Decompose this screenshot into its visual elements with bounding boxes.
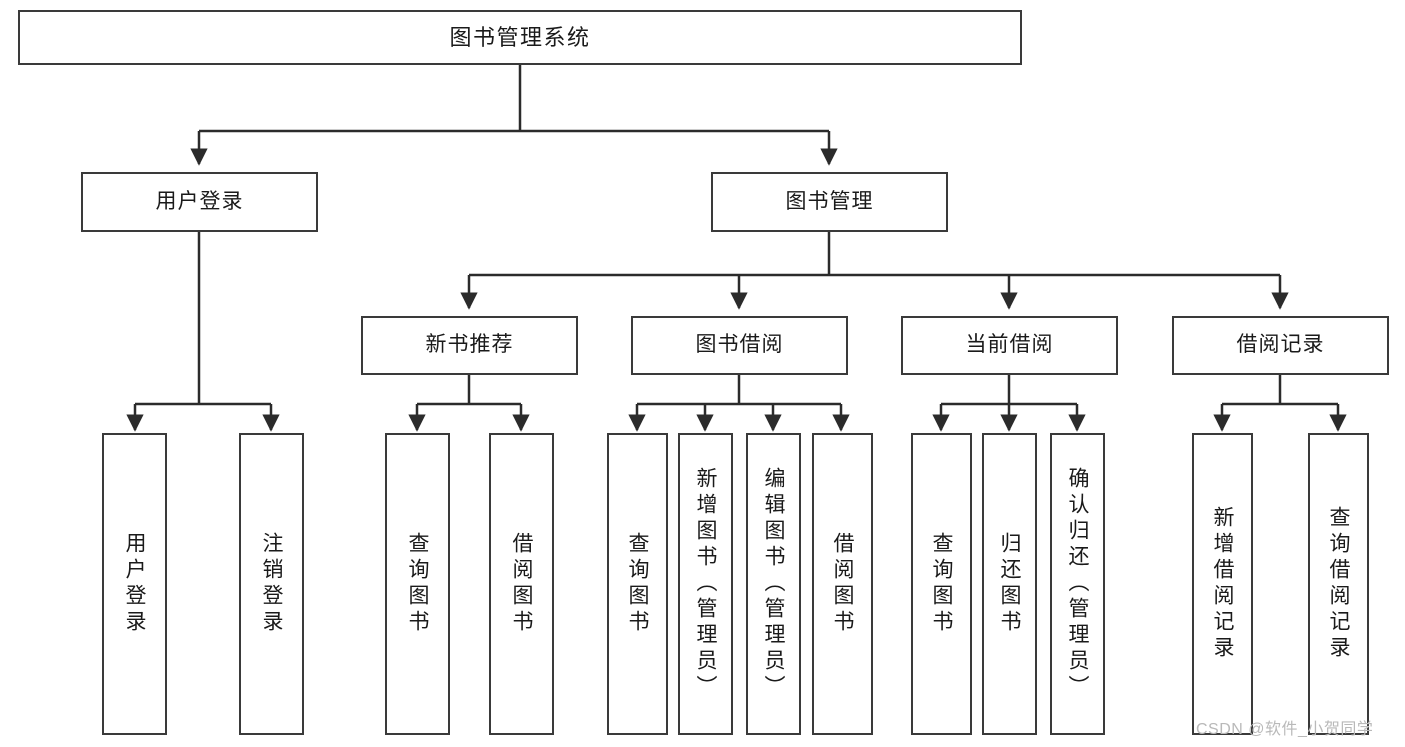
node-label: 确认归还（管理员） [1066, 467, 1089, 701]
node-new-book-recommend[interactable]: 新书推荐 [361, 316, 578, 375]
node-label: 注销登录 [260, 532, 283, 636]
node-label: 图书管理系统 [449, 24, 591, 50]
node-label: 查询图书 [626, 532, 649, 636]
node-label: 归还图书 [998, 532, 1021, 636]
node-label: 借阅记录 [1236, 333, 1325, 357]
node-leaf-confirm-return[interactable]: 确认归还（管理员） [1050, 433, 1105, 735]
node-leaf-edit-book[interactable]: 编辑图书（管理员） [746, 433, 801, 735]
node-label: 查询图书 [406, 532, 429, 636]
watermark: CSDN @软件_小贺同学 [1196, 721, 1374, 738]
node-book-borrow[interactable]: 图书借阅 [631, 316, 848, 375]
node-label: 新增借阅记录 [1211, 506, 1234, 662]
node-label: 图书借阅 [695, 333, 784, 357]
node-leaf-borrow-book-2[interactable]: 借阅图书 [812, 433, 873, 735]
node-current-borrow[interactable]: 当前借阅 [901, 316, 1118, 375]
node-leaf-add-borrow-record[interactable]: 新增借阅记录 [1192, 433, 1253, 735]
node-label: 图书管理 [785, 189, 874, 213]
node-borrow-record[interactable]: 借阅记录 [1172, 316, 1389, 375]
node-label: 借阅图书 [831, 532, 854, 636]
node-label: 查询图书 [930, 532, 953, 636]
node-label: 用户登录 [123, 532, 146, 636]
node-label: 借阅图书 [510, 532, 533, 636]
node-label: 当前借阅 [965, 333, 1054, 357]
node-label: 用户登录 [155, 189, 244, 213]
node-leaf-user-login[interactable]: 用户登录 [102, 433, 167, 735]
node-book-management[interactable]: 图书管理 [711, 172, 948, 232]
node-root-system[interactable]: 图书管理系统 [18, 10, 1022, 65]
node-leaf-query-book-3[interactable]: 查询图书 [911, 433, 972, 735]
node-label: 查询借阅记录 [1327, 506, 1350, 662]
node-label: 编辑图书（管理员） [762, 467, 785, 701]
node-leaf-query-borrow-record[interactable]: 查询借阅记录 [1308, 433, 1369, 735]
node-user-login[interactable]: 用户登录 [81, 172, 318, 232]
node-leaf-borrow-book-1[interactable]: 借阅图书 [489, 433, 554, 735]
node-leaf-logout-login[interactable]: 注销登录 [239, 433, 304, 735]
node-leaf-query-book-2[interactable]: 查询图书 [607, 433, 668, 735]
node-leaf-query-book-1[interactable]: 查询图书 [385, 433, 450, 735]
node-label: 新书推荐 [425, 333, 514, 357]
node-leaf-return-book[interactable]: 归还图书 [982, 433, 1037, 735]
node-label: 新增图书（管理员） [694, 467, 717, 701]
node-leaf-add-book[interactable]: 新增图书（管理员） [678, 433, 733, 735]
